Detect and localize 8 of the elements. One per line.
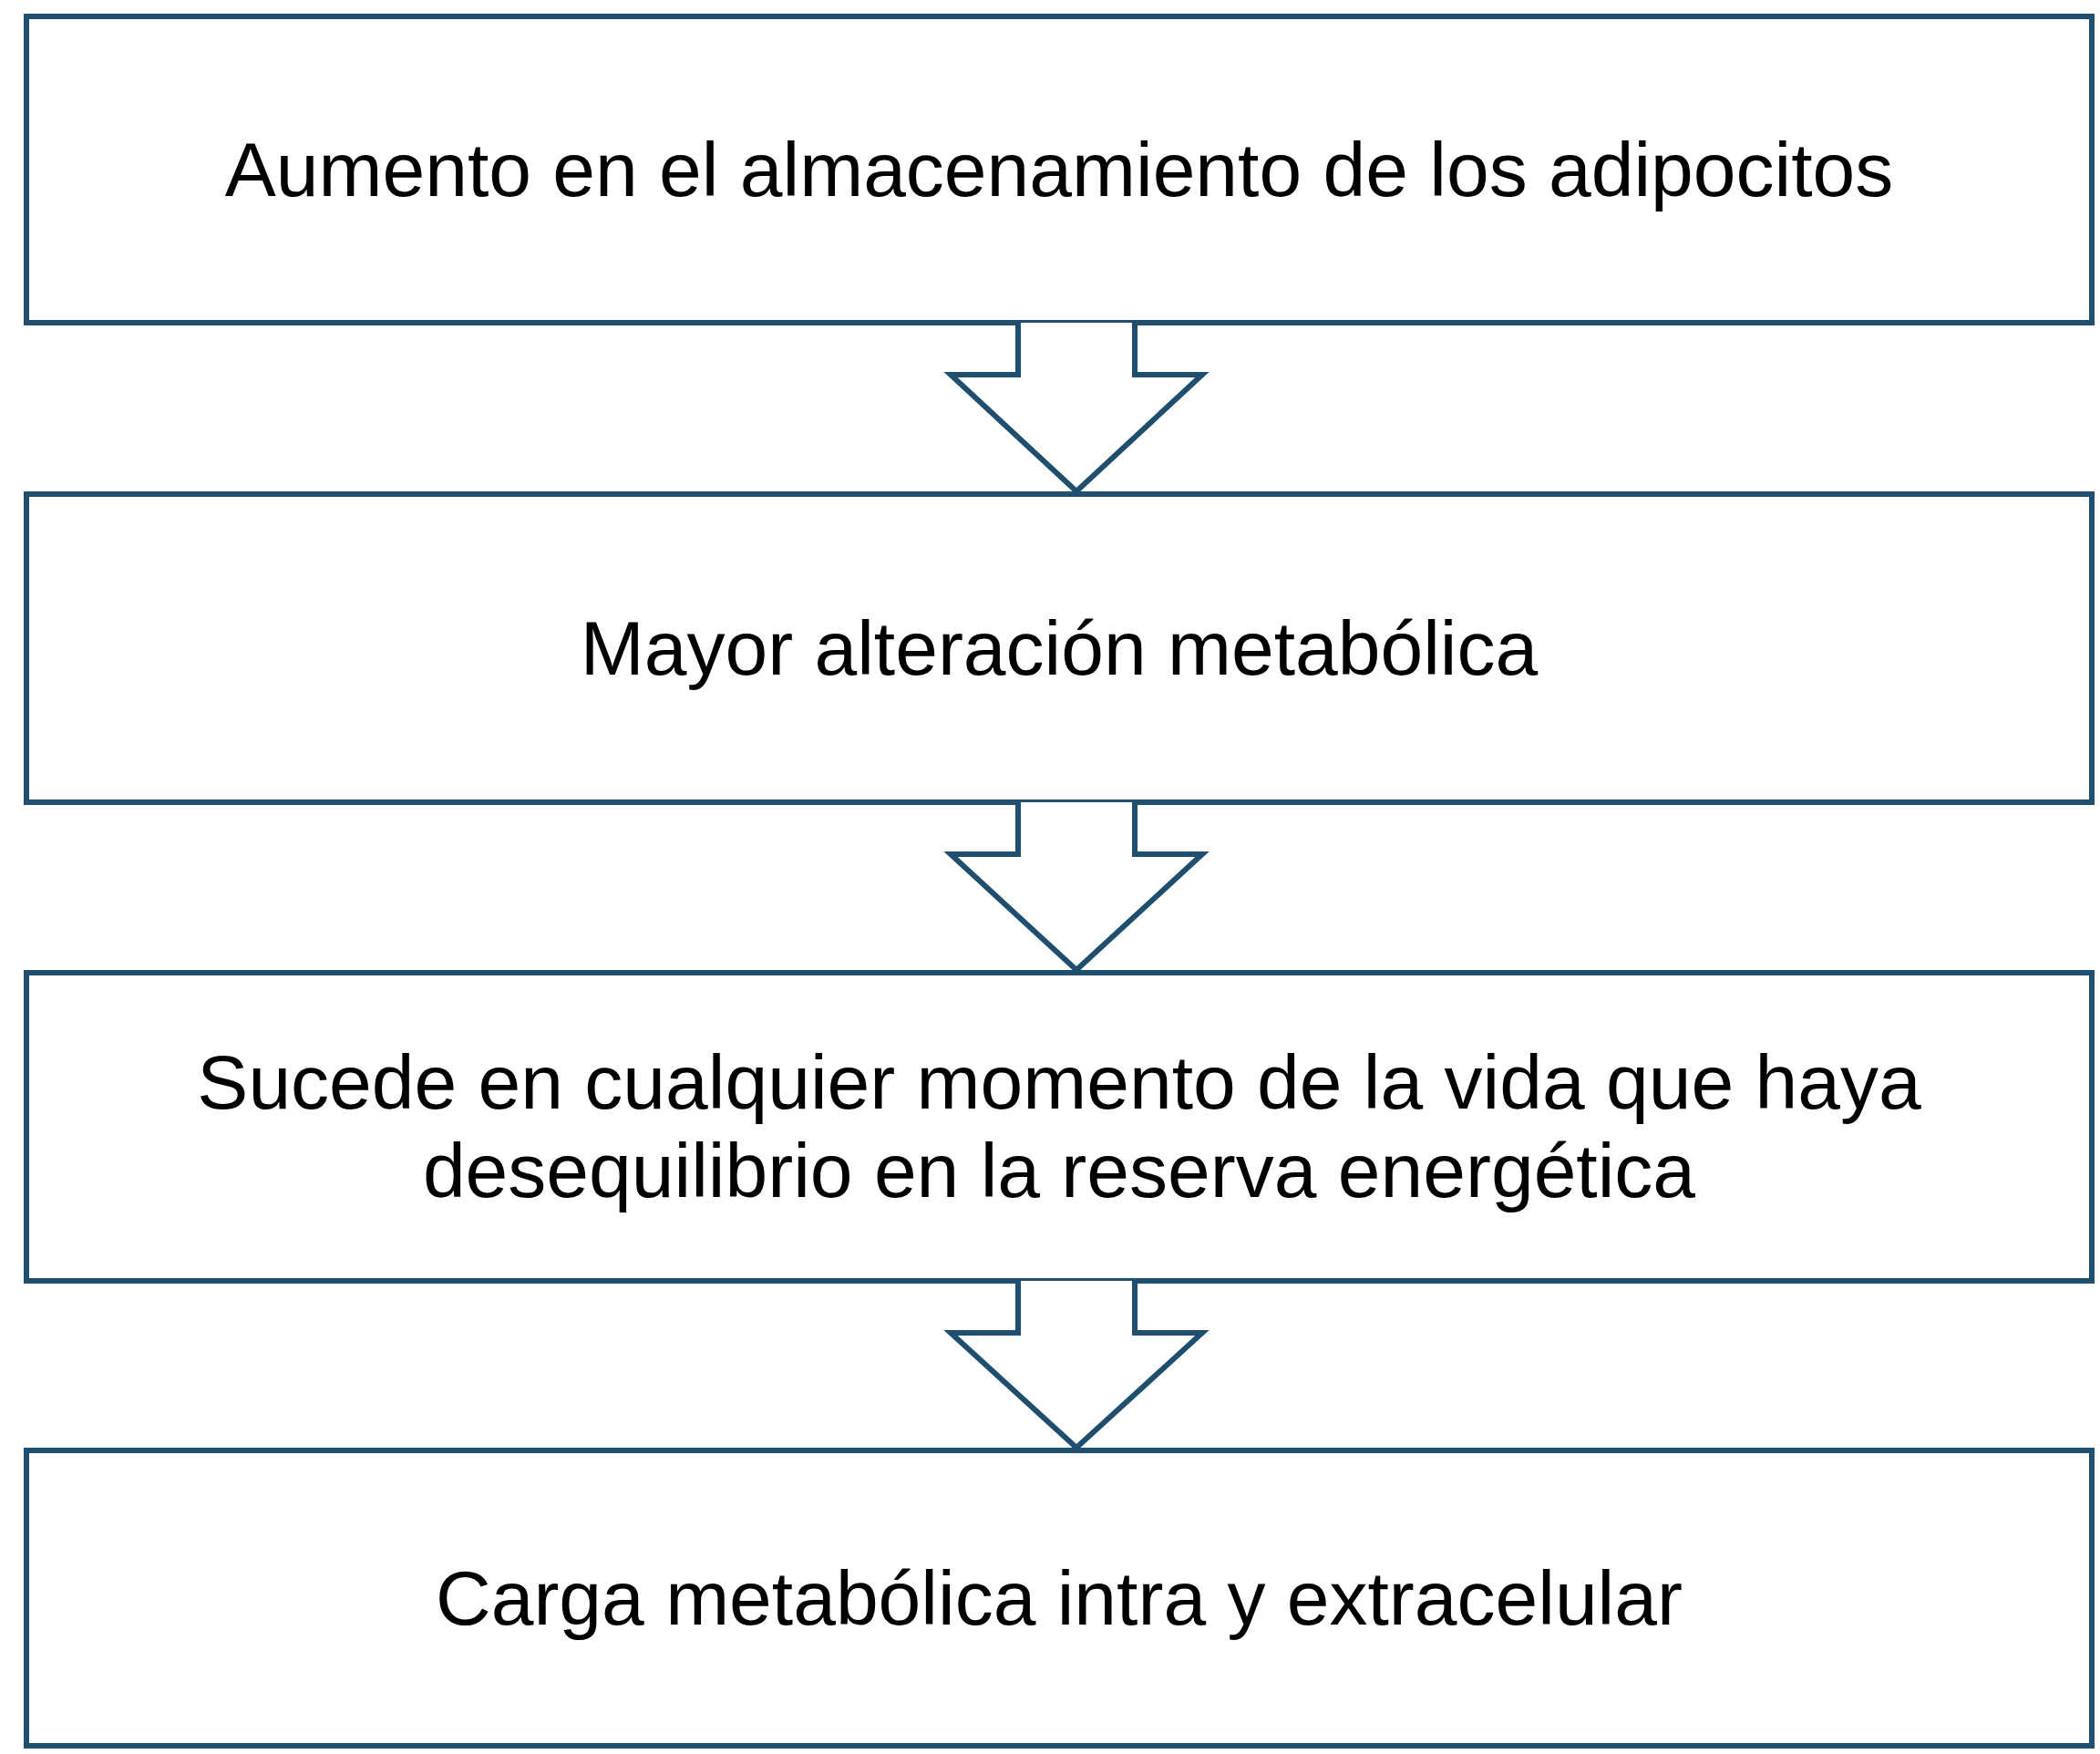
box-text: Carga metabólica intra y extracelular	[436, 1553, 1683, 1643]
box-text: Mayor alteración metabólica	[580, 604, 1539, 693]
box-text: Sucede en cualquier momento de la vida que haya desequilibrio en la reserva energética	[196, 1038, 1922, 1215]
process-box	[24, 14, 2095, 325]
process-box	[24, 1448, 2095, 1749]
process-box	[24, 970, 2095, 1284]
box-text: Aumento en el almacenamiento de los adipocitos	[224, 125, 1894, 214]
process-box	[24, 491, 2095, 805]
